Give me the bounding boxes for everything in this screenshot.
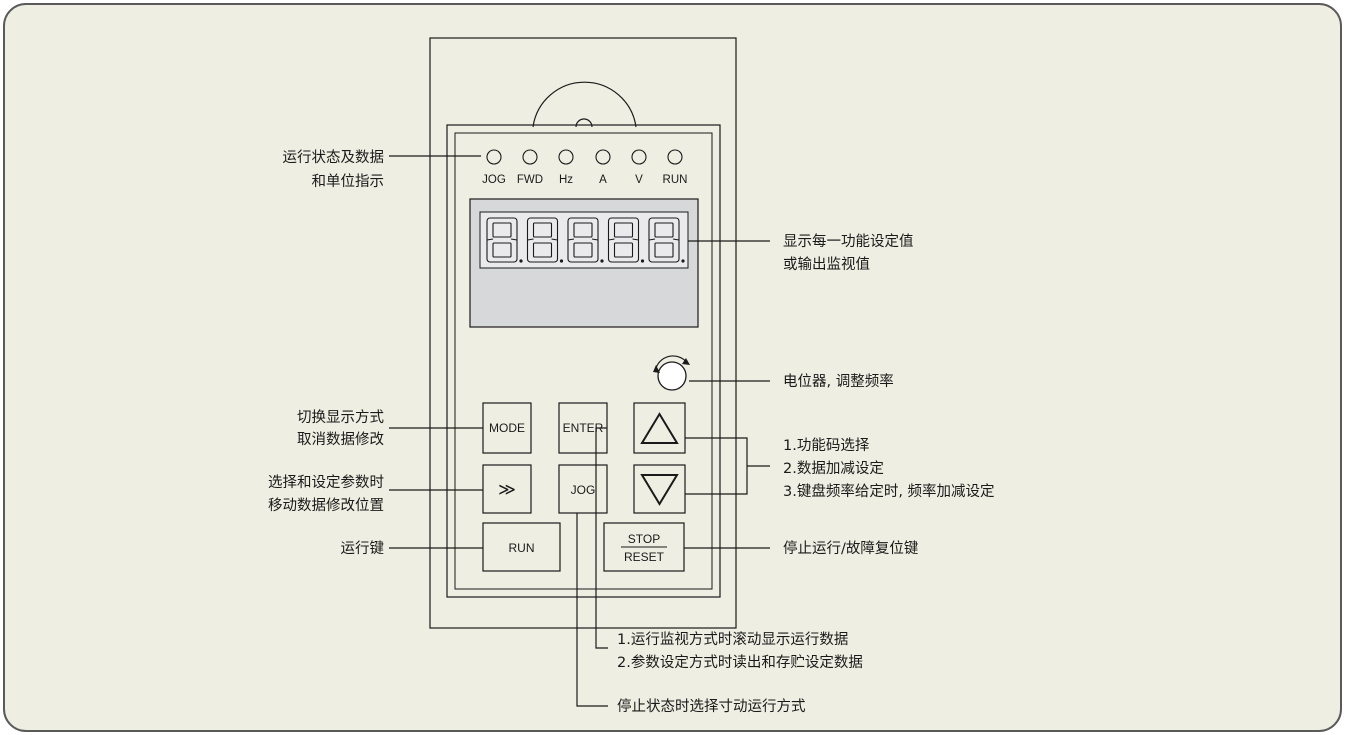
led-jog — [486, 149, 502, 165]
callout-run: 运行键 — [341, 540, 385, 557]
led-fwd — [522, 149, 538, 165]
top-dial-arc — [532, 81, 637, 128]
indicator-label-hz: Hz — [559, 174, 573, 186]
seven-segment-digit — [567, 217, 604, 263]
mode-button[interactable]: MODE — [482, 402, 532, 454]
callout-shift-line2: 移动数据修改位置 — [268, 497, 384, 514]
callout-mode-line1: 切换显示方式 — [297, 409, 384, 426]
led-hz — [558, 149, 574, 165]
panel-outer-frame — [446, 124, 721, 598]
shift-button-label: ≫ — [498, 480, 516, 500]
callout-enter-line2: 2.参数设定方式时读出和存贮设定数据 — [617, 654, 863, 671]
callout-shift-line1: 选择和设定参数时 — [268, 474, 384, 491]
indicator-label-a: A — [599, 174, 607, 186]
stop-label: STOP — [628, 532, 660, 546]
callout-mode-line2: 取消数据修改 — [297, 431, 384, 448]
run-button[interactable]: RUN — [482, 522, 561, 572]
callout-pot: 电位器, 调整频率 — [783, 373, 894, 390]
triangle-down-icon — [640, 474, 679, 506]
leader-lines — [389, 155, 770, 707]
led-a — [595, 149, 611, 165]
callout-display-line1: 显示每一功能设定值 — [783, 233, 914, 250]
callout-enter-line1: 1.运行监视方式时滚动显示运行数据 — [617, 631, 848, 648]
indicator-label-run: RUN — [663, 174, 688, 186]
seven-segment-digits — [486, 217, 685, 263]
indicator-label-v: V — [635, 174, 643, 186]
seven-segment-digit — [607, 217, 645, 263]
potentiometer-icon[interactable] — [653, 355, 690, 391]
reset-label: RESET — [624, 550, 665, 564]
led-run — [667, 149, 683, 165]
up-button[interactable] — [633, 402, 686, 454]
callout-status-line1: 运行状态及数据 — [283, 149, 385, 166]
seven-segment-digit — [526, 217, 564, 263]
seven-segment-display — [479, 211, 689, 269]
callout-updown-line2: 2.数据加减设定 — [783, 460, 884, 477]
callout-updown-line1: 1.功能码选择 — [783, 437, 870, 454]
run-button-label: RUN — [509, 541, 535, 555]
leader-jog — [576, 513, 608, 707]
callout-jog: 停止状态时选择寸动运行方式 — [617, 698, 806, 715]
indicator-leds — [486, 149, 683, 165]
callout-stop: 停止运行/故障复位键 — [783, 539, 918, 557]
stop-reset-button[interactable]: STOP RESET — [603, 522, 685, 572]
panel-inner-frame — [454, 132, 713, 590]
led-v — [631, 149, 647, 165]
leader-enter — [595, 427, 608, 649]
seven-segment-digit — [648, 217, 685, 263]
shift-button[interactable]: ≫ — [482, 464, 532, 514]
callout-display-line2: 或输出监视值 — [783, 256, 870, 273]
down-button[interactable] — [633, 464, 686, 514]
triangle-up-icon — [640, 412, 679, 444]
indicator-label-fwd: FWD — [517, 174, 543, 186]
jog-button[interactable]: JOG — [558, 464, 608, 514]
mode-button-label: MODE — [489, 421, 525, 435]
seven-segment-digit — [486, 217, 523, 263]
callout-updown-line3: 3.键盘频率给定时, 频率加减设定 — [783, 482, 995, 500]
keypad-body — [429, 37, 737, 629]
enter-button-label: ENTER — [563, 421, 604, 435]
callout-status-line2: 和单位指示 — [312, 173, 385, 190]
indicator-label-jog: JOG — [482, 174, 506, 186]
jog-button-label: JOG — [571, 483, 596, 497]
